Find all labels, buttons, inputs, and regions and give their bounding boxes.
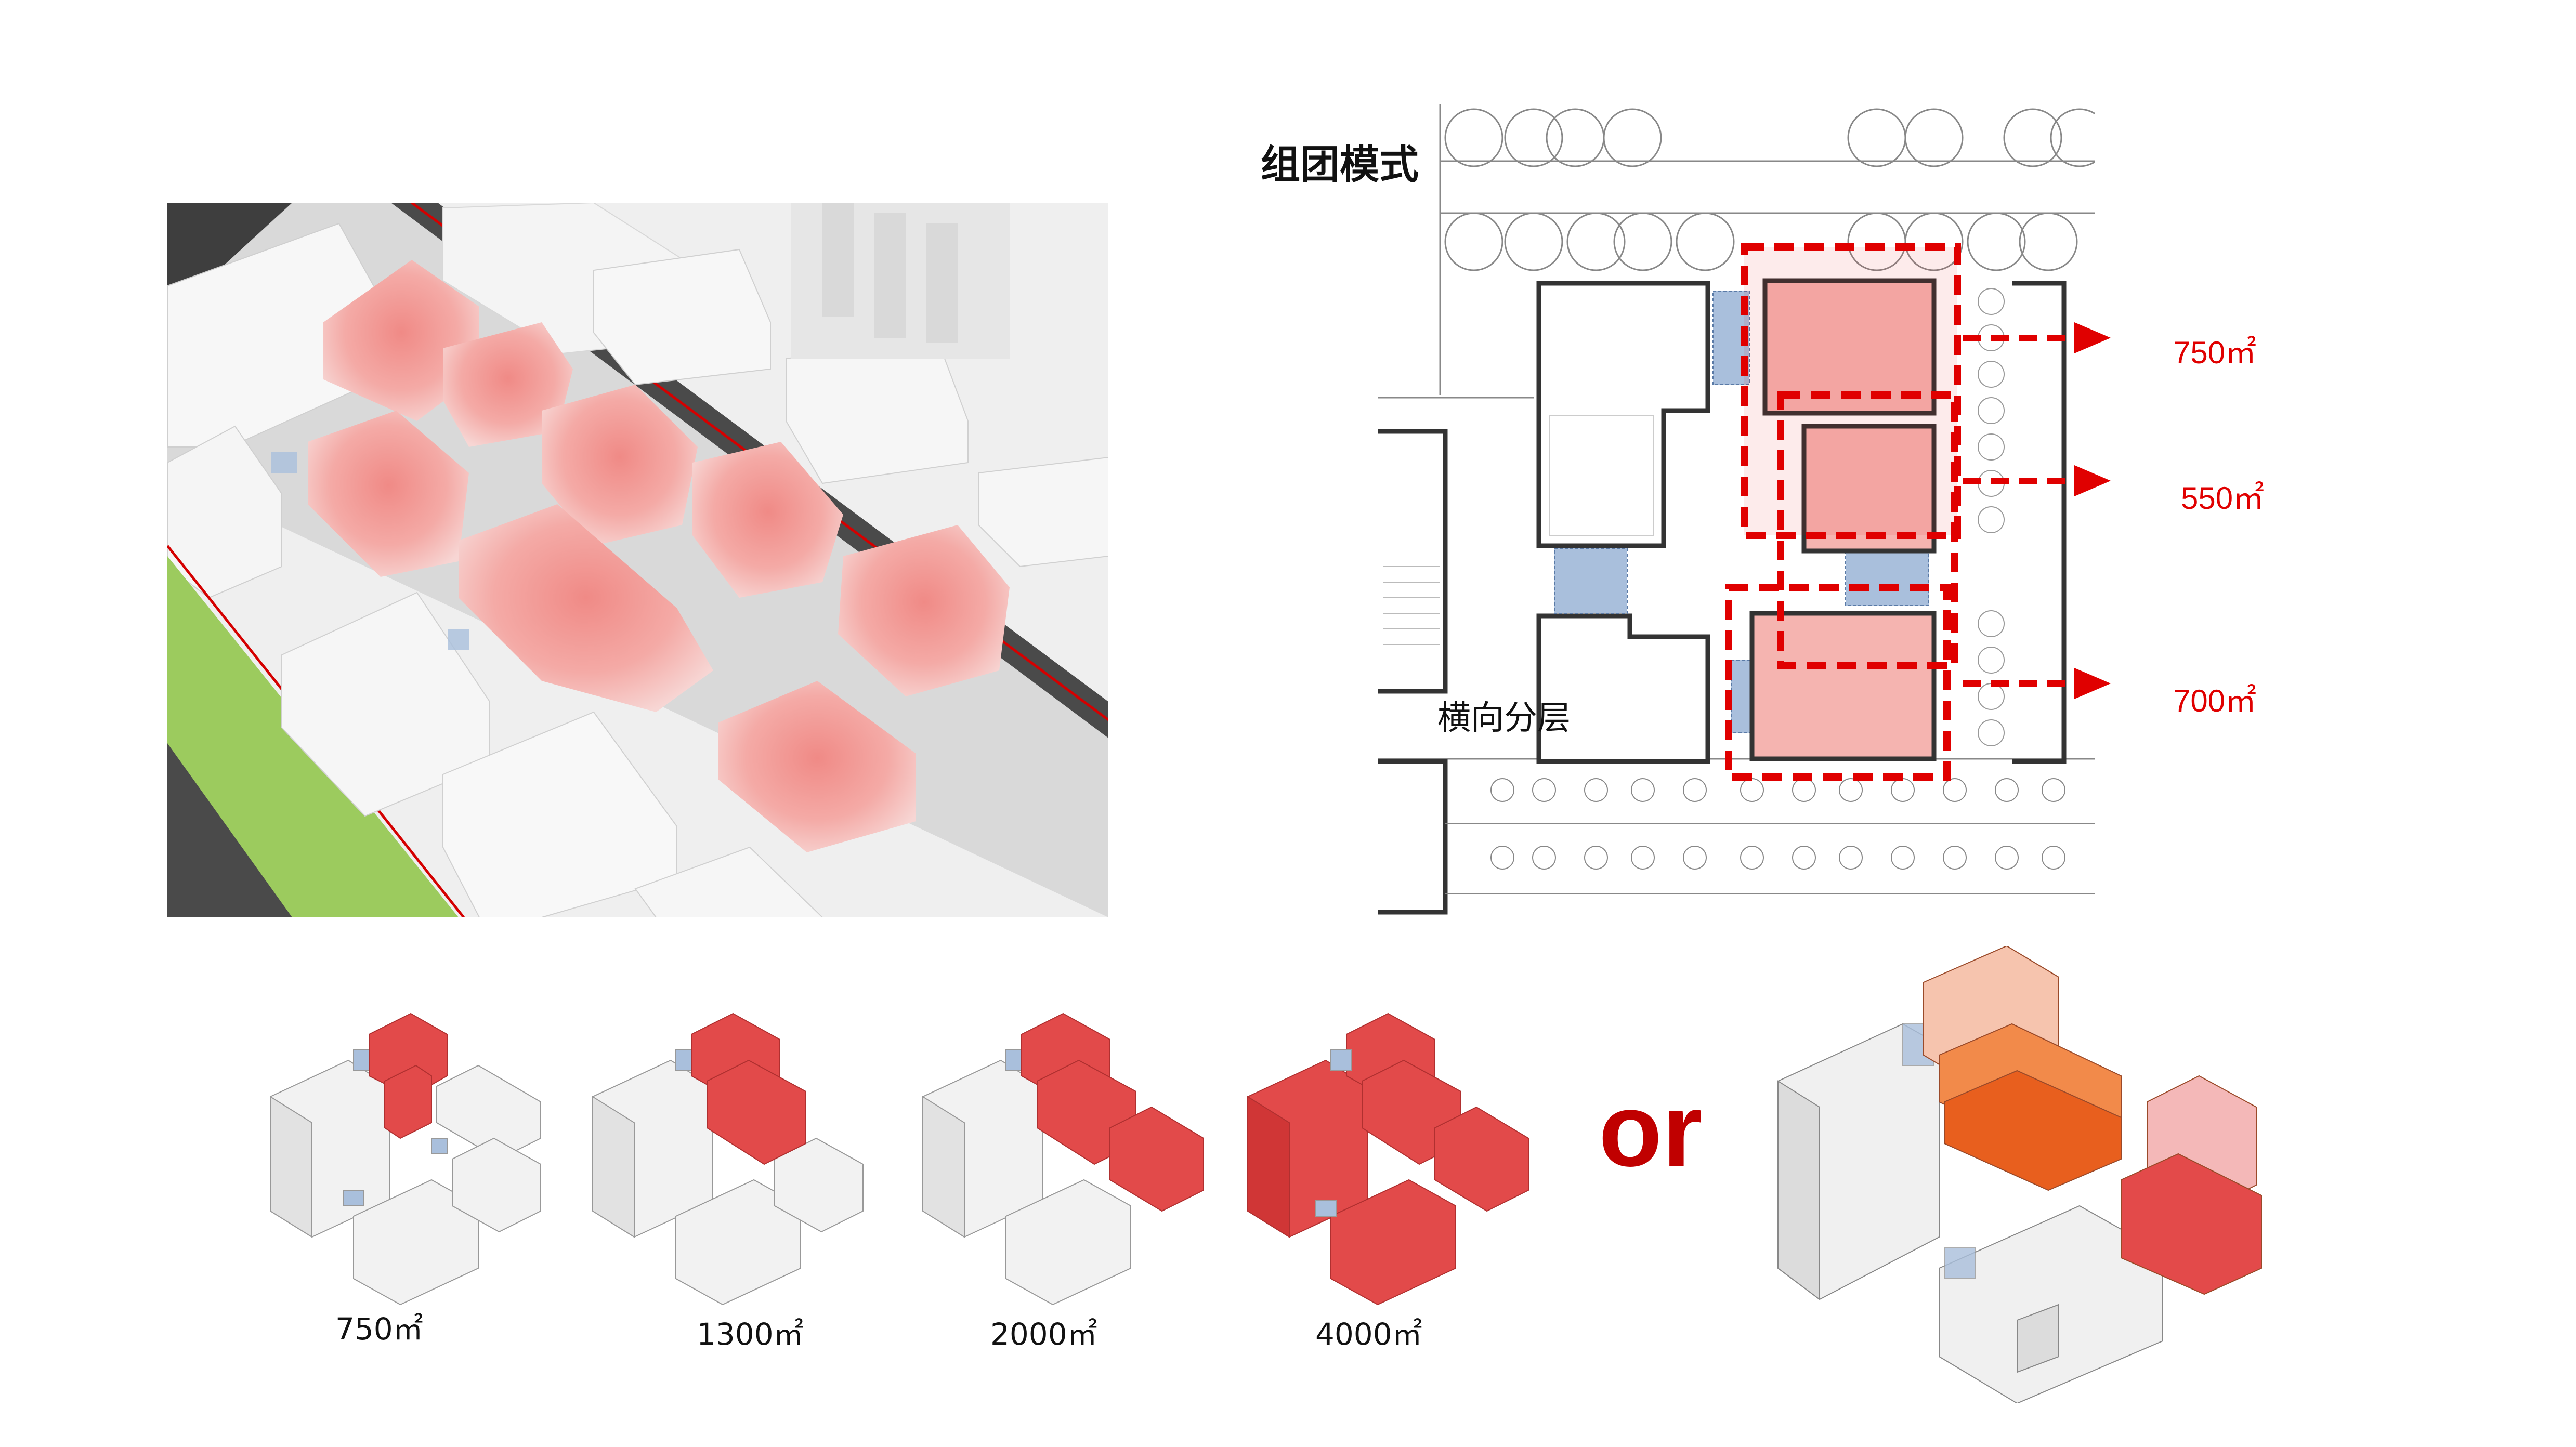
plan-title: 组团模式	[1261, 141, 1419, 188]
or-label: or	[1599, 1072, 1703, 1188]
dashed-groups	[1725, 243, 1961, 781]
area-arrows	[1963, 335, 2095, 687]
arrow-heads	[2074, 322, 2111, 699]
plan-note: 横向分层	[1437, 699, 1571, 738]
alternative-highlight	[1923, 946, 2262, 1295]
model-3-label: 2000㎡	[990, 1317, 1097, 1352]
pink-buildings	[308, 260, 1010, 852]
area-label-2: 550㎡	[2181, 481, 2265, 516]
area-label-3: 700㎡	[2173, 683, 2257, 718]
tree-row-top	[1439, 104, 2095, 395]
model-4-highlight	[1247, 1012, 1529, 1305]
model-1-highlight	[369, 1012, 448, 1139]
model-4	[1247, 1012, 1529, 1305]
model-1-label: 750㎡	[335, 1311, 423, 1347]
aerial-render-drawing	[167, 203, 1108, 917]
model-4-label: 4000㎡	[1315, 1317, 1422, 1352]
model-1	[270, 1012, 541, 1305]
model-2-highlight	[691, 1012, 806, 1165]
model-3-highlight	[1021, 1012, 1204, 1212]
alternative-model	[1777, 946, 2262, 1403]
aerial-render	[167, 203, 1108, 917]
cluster-plan-drawing	[1378, 104, 2095, 915]
model-3	[922, 1012, 1204, 1305]
tree-grid-bottom	[1445, 778, 2095, 894]
model-2-label: 1300㎡	[697, 1317, 804, 1352]
model-2	[592, 1012, 864, 1305]
cluster-plan	[1378, 104, 2095, 915]
area-label-1: 750㎡	[2173, 335, 2257, 370]
